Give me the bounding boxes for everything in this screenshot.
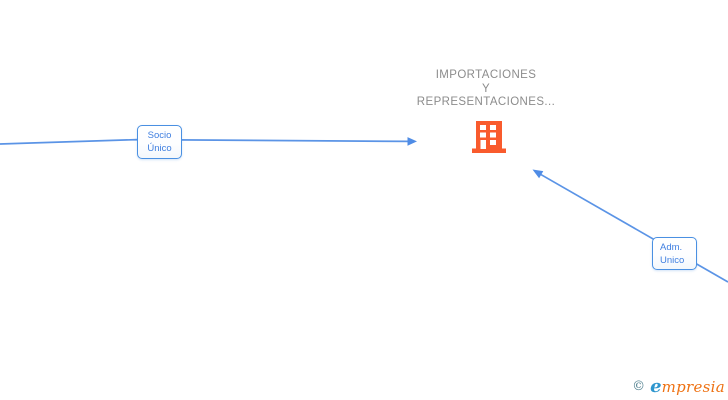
brand-initial: e [650,376,662,397]
empresia-watermark: © e mpresia [632,376,725,397]
company-name-line2: Y [481,82,491,95]
relationship-label-line2: Unico [660,254,685,266]
building-icon[interactable] [472,121,506,153]
copyright-icon: © [632,379,646,394]
brand-name: mpresia [661,377,725,396]
edge-adm-unico-arrowhead [532,169,544,179]
relationship-label-line2: Único [147,143,172,154]
relationship-box-adm-unico[interactable]: Adm. Unico [652,237,697,270]
company-name-line1: IMPORTACIONES [435,69,537,81]
edge-adm-unico-line [540,173,728,283]
company-name[interactable]: IMPORTACIONES Y REPRESENTACIONES... [376,69,596,110]
relationship-label-line1: Socio [147,130,172,141]
edge-socio-unico-line [0,138,409,145]
edge-socio-unico-arrowhead [407,137,417,146]
relationship-label-line1: Adm. [660,241,683,253]
relationship-box-socio-unico[interactable]: Socio Único [137,125,182,159]
company-name-line3: REPRESENTACIONES... [416,96,556,108]
